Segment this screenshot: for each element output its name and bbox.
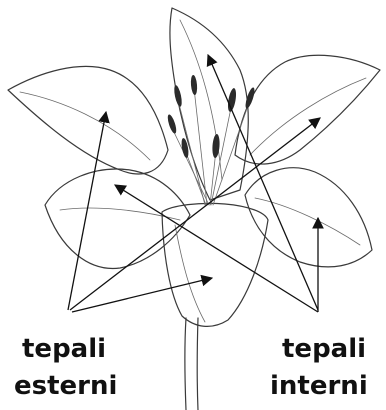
tepal-right-inner [245, 168, 372, 267]
anther [173, 85, 183, 108]
anther [166, 114, 178, 135]
label-outer-tepals-line2: esterni [14, 373, 117, 399]
arrow-outer-front [72, 278, 212, 312]
label-inner-tepals-line2: interni [270, 373, 368, 399]
anther [190, 75, 198, 95]
arrow-inner-top [208, 55, 318, 310]
anthers [166, 75, 256, 159]
tepal-front [162, 203, 268, 326]
anther [226, 88, 237, 113]
arrows-outer-tepals [68, 112, 320, 312]
arrows-inner-tepals [115, 55, 318, 312]
arrow-outer-upper-left [68, 112, 106, 310]
label-outer-tepals-line1: tepali [22, 336, 106, 362]
arrow-outer-top-right [70, 118, 320, 310]
stem [185, 318, 186, 410]
tepal-upper-left [8, 66, 168, 174]
stem-edge [197, 318, 198, 410]
tepal-top [170, 8, 248, 200]
label-inner-tepals-line1: tepali [282, 336, 366, 362]
